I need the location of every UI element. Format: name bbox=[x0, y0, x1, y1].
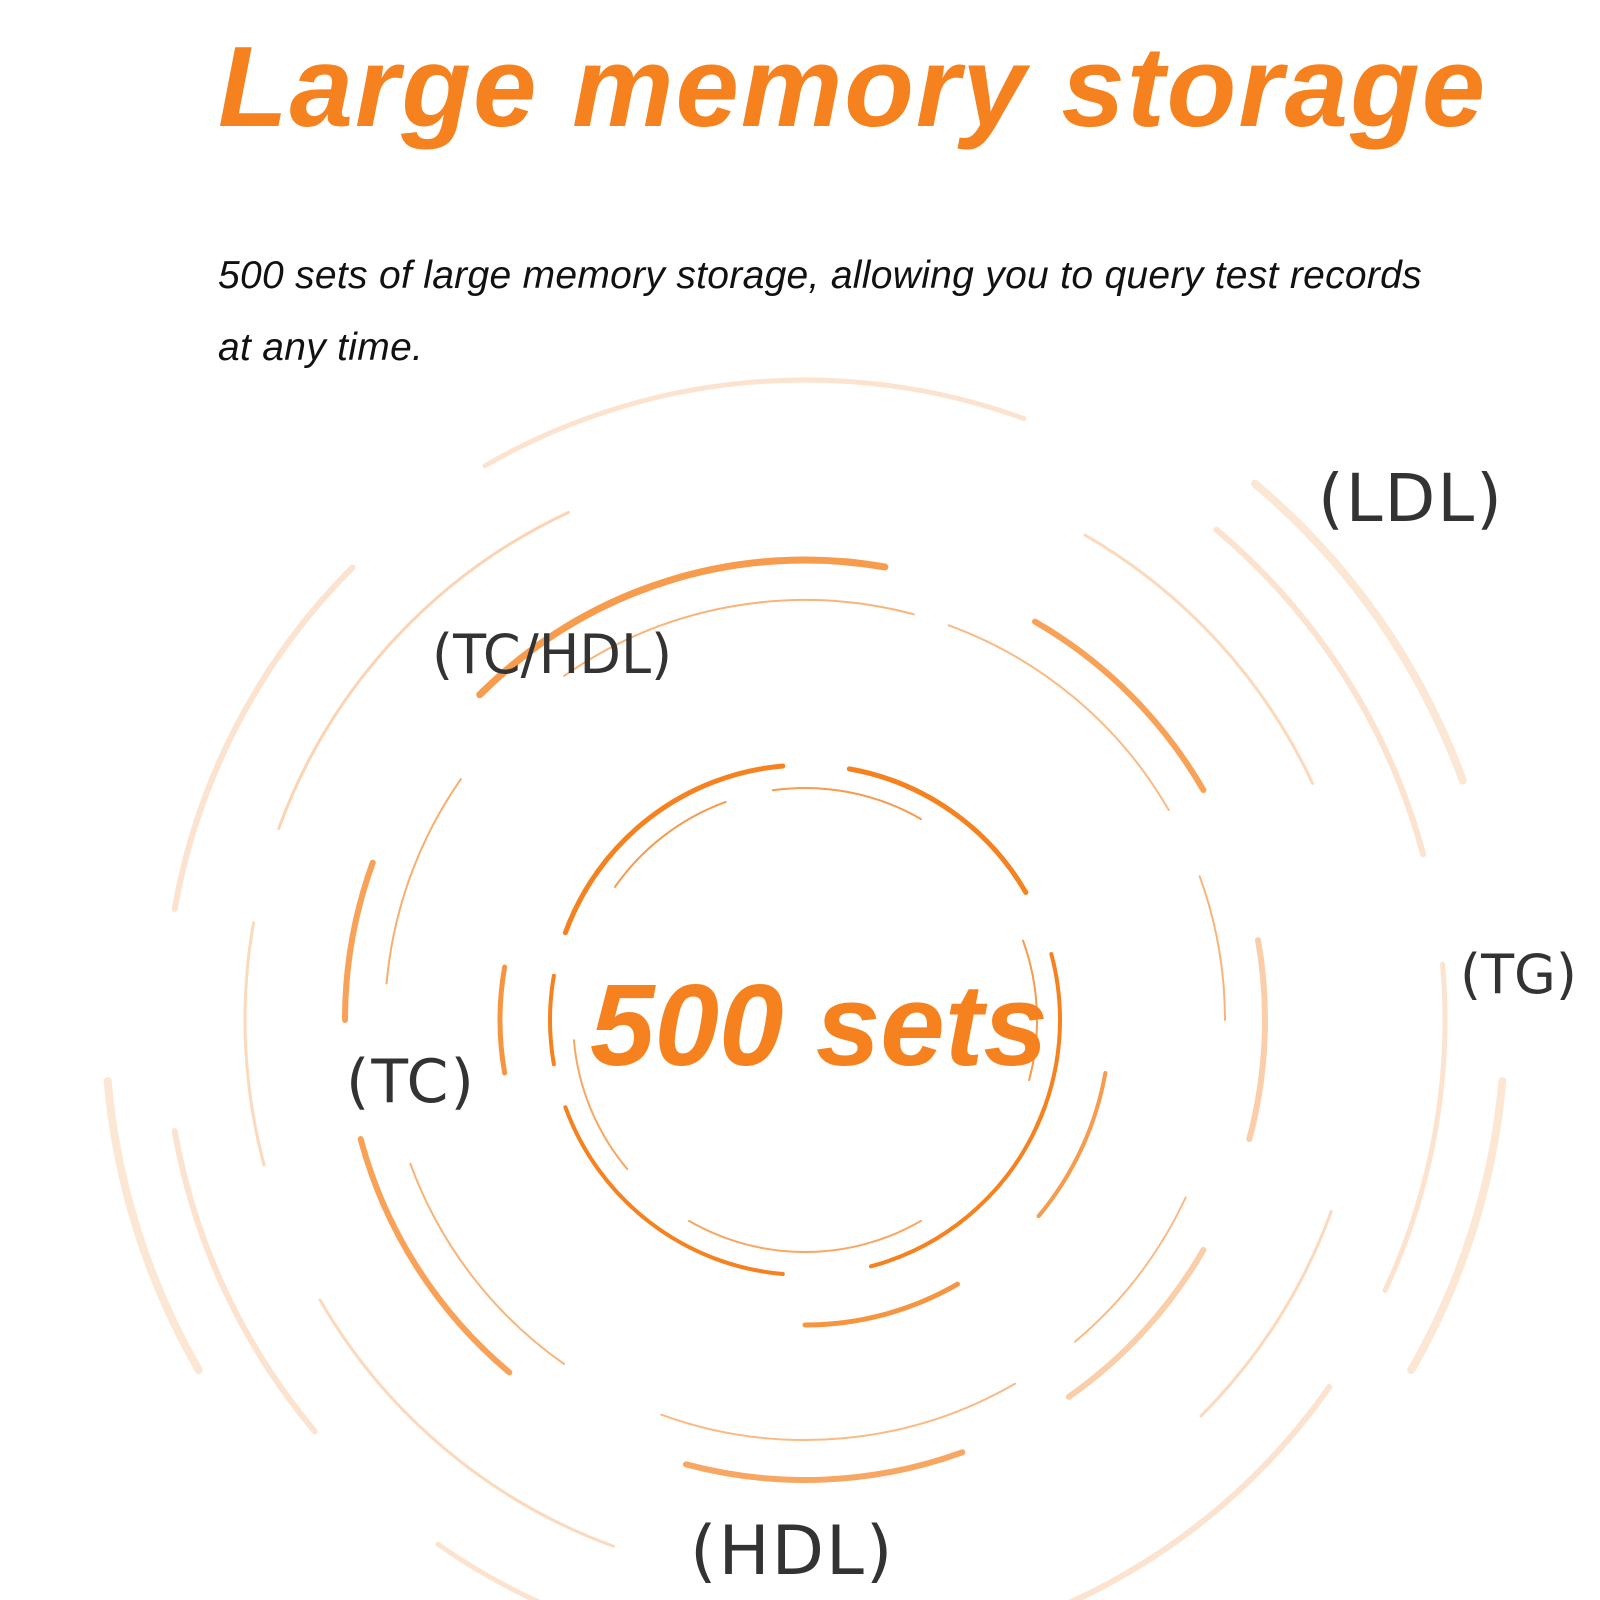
decorative-ring-arc bbox=[1068, 1384, 1333, 1600]
decorative-ring-arc bbox=[660, 1382, 1016, 1441]
decorative-ring-arc bbox=[572, 1039, 629, 1171]
decorative-ring-arc bbox=[476, 556, 889, 699]
decorative-ring-arc bbox=[947, 624, 1170, 811]
decorative-ring-arc bbox=[1036, 1070, 1108, 1219]
decorative-ring-arc bbox=[435, 1541, 541, 1600]
decorative-ring-arc bbox=[1407, 1077, 1507, 1374]
decorative-ring-arc bbox=[563, 1105, 785, 1277]
decorative-ring-arc bbox=[562, 763, 786, 936]
decorative-ring-arc bbox=[1073, 1196, 1187, 1343]
decorative-ring-arc bbox=[103, 1077, 203, 1374]
decorative-ring-arc bbox=[1022, 939, 1038, 1082]
decorative-ring-arc bbox=[171, 1128, 318, 1435]
decorative-ring-arc bbox=[1246, 937, 1268, 1143]
decorative-ring-arc bbox=[342, 859, 376, 1023]
decorative-ring-arc bbox=[548, 973, 556, 1067]
decorative-ring-arc bbox=[613, 800, 727, 888]
test-item-label-tc: (TC) bbox=[346, 1047, 476, 1117]
decorative-ring-arc bbox=[409, 1162, 566, 1366]
decorative-ring-arc bbox=[1213, 526, 1427, 858]
test-item-label-hdl: (HDL) bbox=[690, 1512, 895, 1591]
decorative-ring-arc bbox=[318, 1298, 615, 1548]
decorative-ring-arc bbox=[497, 964, 508, 1076]
decorative-ring-arc bbox=[357, 1136, 513, 1376]
decorative-ring-arc bbox=[1083, 533, 1315, 785]
decorative-ring-arc bbox=[1199, 1210, 1333, 1418]
test-item-label-tg: (TG) bbox=[1460, 943, 1577, 1006]
decorative-ring-arc bbox=[1032, 618, 1207, 793]
decorative-ring-arc bbox=[171, 564, 356, 912]
decorative-ring-arc bbox=[563, 599, 915, 677]
decorative-ring-arc bbox=[277, 510, 570, 830]
center-capacity-label: 500 sets bbox=[590, 960, 1048, 1090]
decorative-ring-arc bbox=[1198, 875, 1226, 1021]
decorative-ring-arc bbox=[1250, 479, 1467, 785]
decorative-ring-arc bbox=[846, 766, 1029, 895]
decorative-ring-arc bbox=[802, 1281, 960, 1328]
headline: Large memory storage bbox=[218, 24, 1488, 151]
decorative-ring-arc bbox=[1382, 961, 1448, 1293]
decorative-ring-arc bbox=[482, 377, 1027, 469]
decorative-ring-arc bbox=[243, 921, 266, 1167]
decorative-ring-arc bbox=[688, 1219, 922, 1254]
description-text: 500 sets of large memory storage, allowi… bbox=[218, 254, 1422, 369]
test-item-label-tc-hdl: (TC/HDL) bbox=[432, 623, 673, 686]
decorative-ring-arc bbox=[682, 1449, 966, 1483]
decorative-ring-arc bbox=[385, 778, 462, 985]
decorative-ring-arc bbox=[771, 787, 922, 821]
decorative-ring-arc bbox=[1065, 1247, 1207, 1400]
test-item-label-ldl: (LDL) bbox=[1318, 460, 1504, 537]
decorative-ring-arc bbox=[868, 1105, 1047, 1269]
